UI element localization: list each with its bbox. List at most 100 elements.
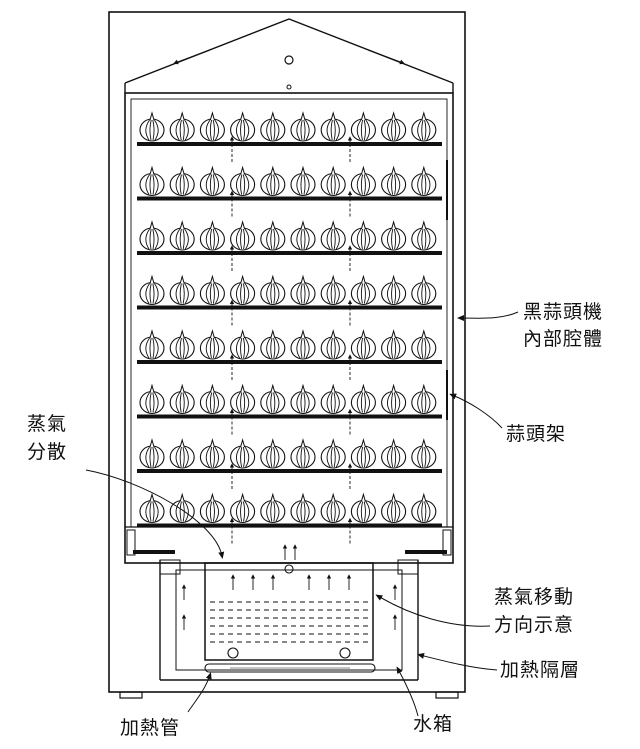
garlic-bulb [260, 274, 286, 306]
garlic-bulb [411, 111, 437, 142]
garlic-bulb [260, 220, 286, 251]
garlic-bulb [199, 383, 225, 415]
label-steam-move-line1: 蒸氣移動 [494, 586, 575, 608]
garlic-bulb [199, 329, 225, 360]
garlic-bulb [139, 438, 165, 469]
garlic-bulb [381, 111, 407, 142]
rack-shelf [137, 142, 442, 146]
label-chamber-line1: 黑蒜頭機 [523, 301, 604, 323]
garlic-bulb [320, 329, 346, 360]
garlic-bulb [320, 274, 346, 306]
garlic-bulb [169, 492, 195, 524]
garlic-bulb [169, 111, 195, 142]
garlic-bulb [139, 111, 165, 142]
garlic-bulb [260, 492, 286, 524]
garlic-bulb [320, 220, 346, 251]
garlic-bulb [411, 383, 437, 415]
garlic-bulb [199, 111, 225, 142]
garlic-bulb [169, 274, 195, 306]
garlic-bulb [169, 383, 195, 415]
garlic-bulb [320, 383, 346, 415]
garlic-bulb [230, 111, 256, 142]
garlic-bulb [199, 274, 225, 306]
garlic-bulb [230, 220, 256, 251]
garlic-bulb [381, 438, 407, 469]
garlic-bulb [320, 438, 346, 469]
garlic-bulb [411, 492, 437, 524]
garlic-bulb [139, 274, 165, 306]
garlic-bulb [381, 492, 407, 524]
garlic-bulb [199, 492, 225, 524]
garlic-bulb [290, 329, 316, 360]
garlic-bulb [320, 165, 346, 197]
garlic-bulb [381, 220, 407, 251]
garlic-bulb [290, 220, 316, 251]
garlic-bulb [350, 329, 376, 360]
rack-shelf [137, 523, 442, 528]
rack-shelf [137, 469, 442, 473]
garlic-bulb [350, 274, 376, 306]
rack-shelf [137, 251, 442, 255]
garlic-bulb [411, 274, 437, 306]
garlic-bulb [230, 329, 256, 360]
garlic-bulb [169, 329, 195, 360]
label-heating-layer: 加熱隔層 [500, 659, 581, 681]
garlic-bulb [260, 111, 286, 142]
garlic-bulb [350, 111, 376, 142]
garlic-bulb [139, 220, 165, 251]
label-steam-move-line2: 方向示意 [494, 614, 575, 636]
garlic-bulb [169, 438, 195, 469]
rack-shelf [137, 305, 442, 310]
garlic-bulb [230, 492, 256, 524]
garlic-bulb [290, 383, 316, 415]
garlic-bulb [230, 274, 256, 306]
garlic-bulb [290, 274, 316, 306]
garlic-bulb [350, 220, 376, 251]
garlic-bulb [139, 165, 165, 197]
garlic-bulb [199, 220, 225, 251]
garlic-bulb [139, 492, 165, 524]
inner-chamber [124, 92, 454, 564]
heating-compartment [119, 559, 459, 699]
garlic-bulb [381, 165, 407, 197]
garlic-bulb [230, 165, 256, 197]
garlic-bulb [381, 329, 407, 360]
water-tank [204, 562, 374, 661]
garlic-bulb [199, 165, 225, 197]
label-water-tank: 水箱 [413, 713, 454, 735]
garlic-bulb [230, 438, 256, 469]
rack-shelf [137, 414, 442, 419]
label-heating-tube: 加熱管 [120, 717, 181, 739]
garlic-bulb [139, 329, 165, 360]
garlic-bulb [199, 438, 225, 469]
garlic-bulb [260, 383, 286, 415]
garlic-bulb [320, 492, 346, 524]
label-steam-diffuse-line1: 蒸氣 [27, 413, 68, 435]
label-chamber-line2: 內部腔體 [523, 328, 604, 350]
garlic-bulb [230, 383, 256, 415]
garlic-bulb [350, 438, 376, 469]
heating-tube [204, 663, 376, 673]
garlic-bulb [350, 383, 376, 415]
garlic-bulb [260, 329, 286, 360]
garlic-bulb [290, 111, 316, 142]
garlic-bulb [320, 111, 346, 142]
steam-flow-arrows [181, 136, 398, 630]
garlic-bulb [381, 383, 407, 415]
garlic-bulb [350, 492, 376, 524]
garlic-bulb [260, 438, 286, 469]
garlic-bulb [290, 438, 316, 469]
garlic-bulb [381, 274, 407, 306]
garlic-bulb [411, 329, 437, 360]
rack-shelf [137, 360, 442, 364]
garlic-bulb [169, 220, 195, 251]
garlic-bulb [411, 165, 437, 197]
label-rack: 蒜頭架 [506, 423, 567, 445]
label-steam-diffuse-line2: 分散 [27, 441, 68, 463]
garlic-bulb [350, 165, 376, 197]
garlic-rack-shelves [137, 111, 442, 528]
garlic-bulb [290, 492, 316, 524]
garlic-bulb [411, 438, 437, 469]
garlic-bulb [411, 220, 437, 251]
